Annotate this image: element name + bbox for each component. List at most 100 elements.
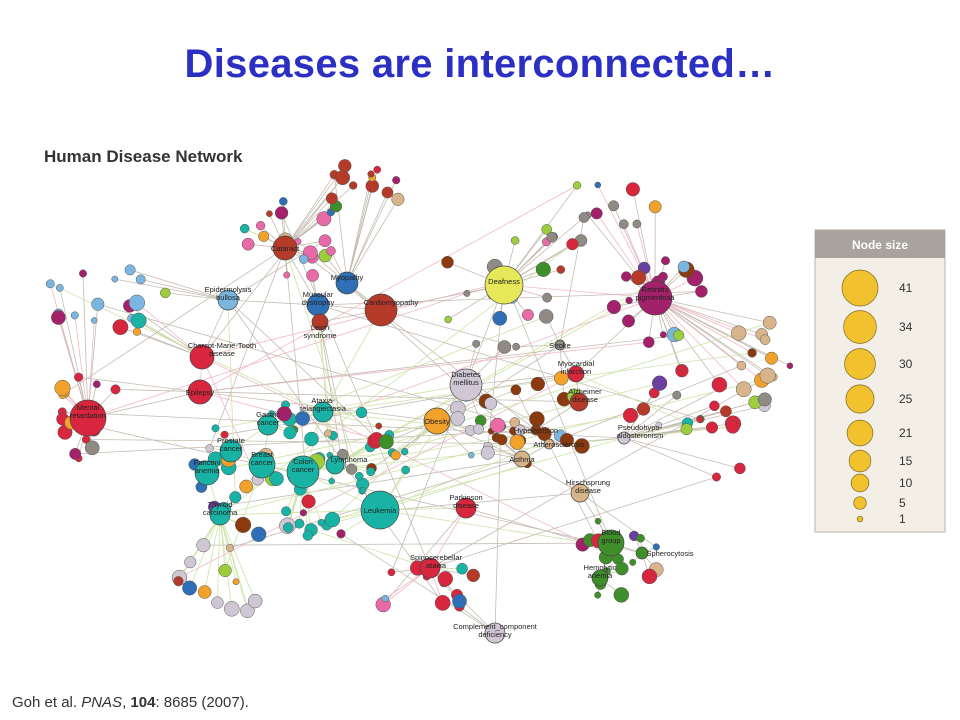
- network-edge: [224, 373, 577, 436]
- disease-node: [111, 275, 119, 283]
- disease-hub-node: [69, 399, 107, 437]
- disease-node: [512, 342, 520, 351]
- disease-node: [387, 568, 396, 577]
- network-edge: [302, 322, 770, 473]
- disease-node: [55, 284, 64, 292]
- legend-size-circle: [848, 449, 872, 473]
- legend-size-circle: [856, 515, 864, 523]
- disease-node: [452, 593, 467, 609]
- disease-node: [514, 424, 526, 436]
- network-edge: [322, 411, 479, 430]
- disease-node: [335, 170, 351, 186]
- disease-hub-node: [219, 439, 243, 463]
- disease-hub-node: [554, 339, 566, 351]
- disease-node: [680, 423, 693, 436]
- disease-node: [294, 518, 305, 529]
- network-edge: [87, 304, 99, 419]
- network-edge: [429, 476, 717, 569]
- disease-node: [434, 595, 451, 611]
- network-edge: [203, 542, 612, 546]
- network-edge: [340, 533, 496, 634]
- disease-node: [696, 415, 704, 423]
- disease-node: [324, 511, 341, 528]
- network-edge: [201, 356, 619, 560]
- citation-sep: ,: [122, 694, 131, 711]
- network-edge: [204, 514, 221, 593]
- disease-node: [112, 319, 129, 336]
- disease-label: Ataxia-telangiectasia: [300, 396, 347, 413]
- disease-node: [725, 419, 740, 434]
- disease-node: [241, 237, 255, 251]
- disease-hub-node: [360, 490, 400, 530]
- disease-node: [651, 375, 668, 391]
- network-edge: [429, 507, 467, 569]
- disease-node: [324, 429, 332, 438]
- disease-node: [496, 434, 508, 446]
- disease-node: [224, 601, 240, 617]
- network-edge: [219, 376, 774, 516]
- disease-node: [759, 367, 776, 384]
- legend-size-circle: [845, 384, 875, 414]
- disease-node: [239, 479, 254, 494]
- disease-node: [274, 206, 289, 220]
- disease-node: [74, 372, 84, 382]
- disease-node: [535, 261, 551, 277]
- disease-hub-node: [484, 622, 506, 644]
- disease-node: [392, 176, 401, 185]
- network-title: Human Disease Network: [44, 147, 243, 166]
- disease-hub-node: [217, 289, 239, 311]
- disease-node: [497, 340, 512, 354]
- disease-node: [636, 402, 651, 416]
- disease-node: [299, 254, 309, 264]
- disease-node: [546, 231, 558, 243]
- disease-label: Deafness: [488, 277, 520, 286]
- disease-node: [630, 270, 647, 286]
- disease-node: [124, 264, 136, 276]
- network-edge: [332, 420, 438, 520]
- legend-size-circle: [844, 348, 876, 380]
- network-edge: [383, 492, 581, 512]
- disease-label: Pseudohypo-aldosteronism: [617, 423, 664, 440]
- disease-node: [556, 265, 566, 274]
- disease-node: [590, 207, 603, 220]
- disease-node: [220, 430, 229, 439]
- disease-node: [279, 197, 288, 206]
- disease-node: [306, 269, 319, 282]
- disease-node: [302, 530, 313, 541]
- disease-node: [401, 465, 410, 475]
- disease-node: [736, 360, 747, 371]
- disease-node: [160, 287, 171, 299]
- disease-node: [70, 311, 79, 320]
- disease-node: [378, 434, 394, 450]
- disease-node: [759, 334, 771, 345]
- disease-node: [473, 423, 484, 435]
- network-edge: [429, 379, 762, 569]
- disease-node: [484, 396, 498, 410]
- disease-node: [225, 543, 234, 552]
- disease-node: [355, 406, 368, 419]
- disease-label: Myopathy: [331, 273, 364, 282]
- disease-node: [381, 594, 389, 603]
- slide-title: Diseases are interconnected…: [184, 42, 776, 86]
- disease-node: [375, 422, 383, 430]
- network-edge: [302, 415, 631, 473]
- disease-node: [45, 279, 55, 289]
- disease-node: [182, 580, 198, 596]
- legend-size-circle: [850, 473, 870, 493]
- disease-node: [229, 491, 242, 504]
- network-edge: [64, 247, 286, 394]
- disease-node: [276, 406, 292, 422]
- disease-node: [232, 578, 240, 586]
- network-edge: [623, 386, 724, 439]
- network-edge: [78, 376, 438, 422]
- disease-node: [92, 380, 101, 389]
- network-edge: [219, 514, 256, 602]
- disease-node: [757, 392, 772, 407]
